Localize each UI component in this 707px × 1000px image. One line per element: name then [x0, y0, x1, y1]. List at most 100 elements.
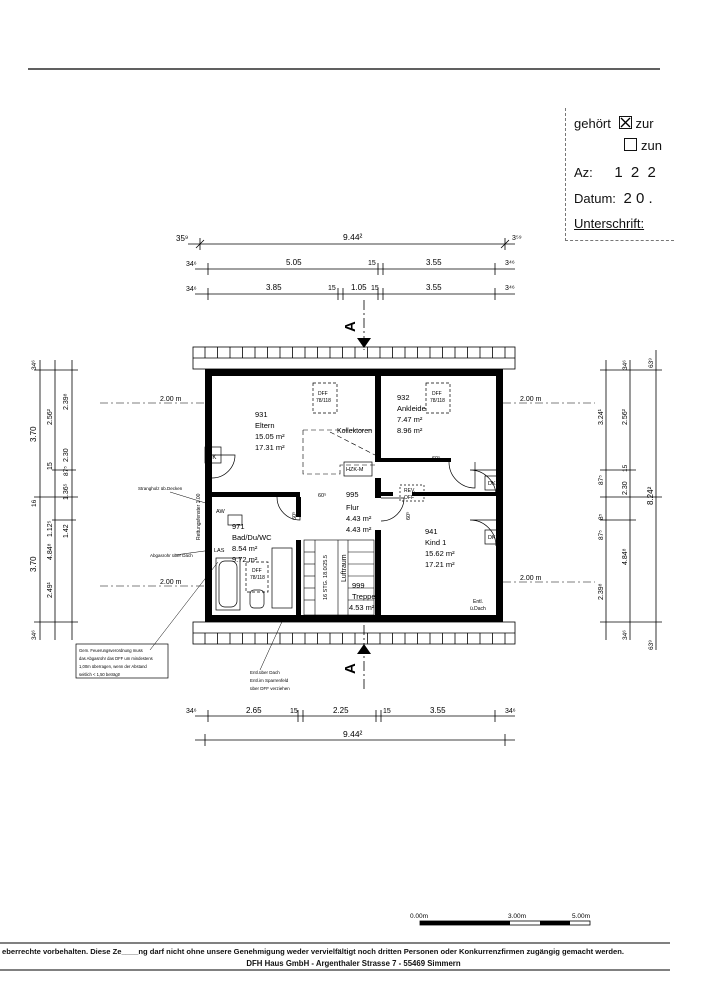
- section-marker-top: A: [342, 300, 371, 350]
- staircase: [303, 539, 375, 616]
- dim-bottom-a: 2.65: [246, 706, 262, 715]
- dim-right-a1: 3.24¹: [598, 408, 605, 425]
- chimney-boxes: [204, 446, 500, 545]
- top-dimensions: [188, 238, 515, 300]
- dim-left-d1: 3.70: [29, 426, 38, 442]
- dim-left-s2: 34⁶: [31, 630, 38, 640]
- dim-left-c2: 16: [31, 499, 38, 507]
- dim-bottom-c: 2.25: [333, 706, 349, 715]
- svg-text:DFF: DFF: [432, 391, 442, 397]
- dim-bottom-b: 15: [290, 708, 298, 715]
- dim-right-s4: 63⁹: [648, 640, 655, 650]
- svg-text:seitlich < 1,50 beträgt!: seitlich < 1,50 beträgt!: [79, 672, 120, 677]
- svg-text:A: A: [342, 321, 359, 332]
- svg-text:Entl.über Dach: Entl.über Dach: [250, 670, 280, 675]
- svg-text:Bad/Du/WC: Bad/Du/WC: [232, 533, 272, 542]
- svg-text:Entl.: Entl.: [473, 599, 483, 605]
- svg-text:Entl.im Sparrenfeld: Entl.im Sparrenfeld: [250, 678, 289, 683]
- dim-left-d2: 3.70: [29, 556, 38, 572]
- svg-text:das Abgasrohr das DFF um minde: das Abgasrohr das DFF um mindestens: [79, 656, 153, 661]
- svg-text:15.62 m²: 15.62 m²: [425, 549, 455, 558]
- dim-left-b2: 2.30: [63, 448, 70, 462]
- svg-text:OFF: OFF: [404, 495, 414, 501]
- section-marker-bottom: A: [342, 625, 371, 690]
- eaves-bottom: [192, 621, 516, 645]
- dim-r3-c: 1.05: [351, 283, 367, 292]
- svg-text:LAS: LAS: [214, 548, 225, 554]
- dim-left-a4: 4.84⁸: [47, 543, 54, 560]
- roof-windows: [245, 382, 451, 593]
- dim-r3-d: 15: [371, 285, 379, 292]
- dim-bottom-total: 9.44²: [343, 729, 363, 739]
- svg-text:A: A: [342, 663, 359, 674]
- svg-text:8.54 m²: 8.54 m²: [232, 544, 258, 553]
- svg-text:8.96 m²: 8.96 m²: [397, 426, 423, 435]
- svg-text:ü.Dach: ü.Dach: [470, 606, 486, 612]
- svg-text:REV.: REV.: [404, 488, 415, 494]
- svg-text:DK: DK: [208, 455, 216, 461]
- hzk-box: [343, 461, 373, 477]
- dim-top-total-left: 35⁹: [176, 234, 188, 243]
- dim-r2-c: 3.55: [426, 258, 442, 267]
- svg-text:60⁵: 60⁵: [405, 512, 412, 520]
- svg-text:4.43 m²: 4.43 m²: [346, 525, 372, 534]
- svg-text:7.47 m²: 7.47 m²: [397, 415, 423, 424]
- room-ankleide: 932 Ankleide 7.47 m² 8.96 m²: [397, 393, 426, 435]
- dim-left-c1: 87⁵: [63, 466, 70, 476]
- approval-stamp: gehört zur zun Az: 1 2 2 Datum: 2 0 . Un…: [565, 108, 674, 241]
- dim-right-a7: 2.39⁸: [598, 583, 605, 600]
- level-left-upper: 2.00 m: [160, 396, 182, 403]
- level-right-upper: 2.00 m: [520, 396, 542, 403]
- dim-right-a5: 87⁵: [598, 530, 605, 540]
- svg-text:DK: DK: [488, 535, 496, 541]
- bath-fixtures: [215, 514, 293, 611]
- note-leaders: [149, 491, 286, 671]
- dim-right-a2: 2.56²: [622, 408, 629, 425]
- dim-left-b3: 1.36⁵: [63, 483, 70, 500]
- checkbox-checked: [618, 116, 632, 129]
- svg-text:995: 995: [346, 490, 359, 499]
- dim-right-s1: 34⁶: [622, 360, 629, 370]
- bottom-dimensions: [195, 710, 515, 746]
- dim-top-total: 9.44²: [343, 232, 363, 242]
- svg-text:3.00m: 3.00m: [508, 913, 526, 920]
- room-bad: 971 Bad/Du/WC 8.54 m² 9.72 m²: [232, 522, 272, 564]
- svg-text:Eltern: Eltern: [255, 421, 275, 430]
- dim-right-c2: 8⁵: [598, 513, 605, 520]
- level-lines: [100, 402, 595, 587]
- room-flur: 995 Flur 4.43 m² 4.43 m²: [346, 490, 372, 534]
- dim-r3-left: 34⁶: [186, 286, 197, 293]
- dim-bottom-left: 34⁶: [186, 708, 197, 715]
- eaves-top: [192, 346, 516, 370]
- room-eltern: 931 Eltern 15.05 m² 17.31 m²: [255, 410, 285, 452]
- svg-text:9.72 m²: 9.72 m²: [232, 555, 258, 564]
- svg-text:0.00m: 0.00m: [410, 913, 428, 920]
- svg-text:Treppe: Treppe: [352, 592, 376, 601]
- footer-company: DFH Haus GmbH - Argenthaler Strasse 7 - …: [246, 959, 461, 968]
- svg-text:78/118: 78/118: [430, 398, 445, 404]
- svg-text:15.05 m²: 15.05 m²: [255, 432, 285, 441]
- svg-text:78/118: 78/118: [316, 398, 331, 404]
- svg-text:Kollektoren: Kollektoren: [337, 428, 372, 435]
- dim-right-c1: 15: [622, 464, 629, 472]
- dim-left-b4: 1.42: [63, 524, 70, 538]
- dim-r3-a: 3.85: [266, 283, 282, 292]
- svg-text:DK: DK: [488, 481, 496, 487]
- walls: [205, 369, 503, 622]
- dim-left-b1: 2.39⁸: [63, 393, 70, 410]
- note-rettungsfenster: Rettungsfenster 1.00: [196, 493, 202, 540]
- entl-notes: Entl.über Dach Entl.im Sparrenfeld über …: [250, 670, 290, 691]
- dim-right-a3: 2.30: [622, 481, 629, 495]
- svg-text:DFF: DFF: [252, 568, 262, 574]
- dim-r2-left: 34⁶: [186, 261, 197, 268]
- stamp-datum-label: Datum:: [574, 191, 616, 206]
- svg-text:Kind 1: Kind 1: [425, 538, 446, 547]
- feuerungs-note: Gem. Feuerungsverordnung muss das Abgasr…: [75, 643, 169, 679]
- svg-text:16 STG. 18.0/25.5: 16 STG. 18.0/25.5: [323, 555, 329, 600]
- stamp-az-value: 1 2 2: [614, 164, 658, 181]
- dim-left-s1: 34⁶: [31, 360, 38, 370]
- svg-text:DFF: DFF: [318, 391, 328, 397]
- dim-right-s3: 34⁶: [622, 630, 629, 640]
- svg-text:941: 941: [425, 527, 438, 536]
- dim-right-a4: 87⁵: [598, 475, 605, 485]
